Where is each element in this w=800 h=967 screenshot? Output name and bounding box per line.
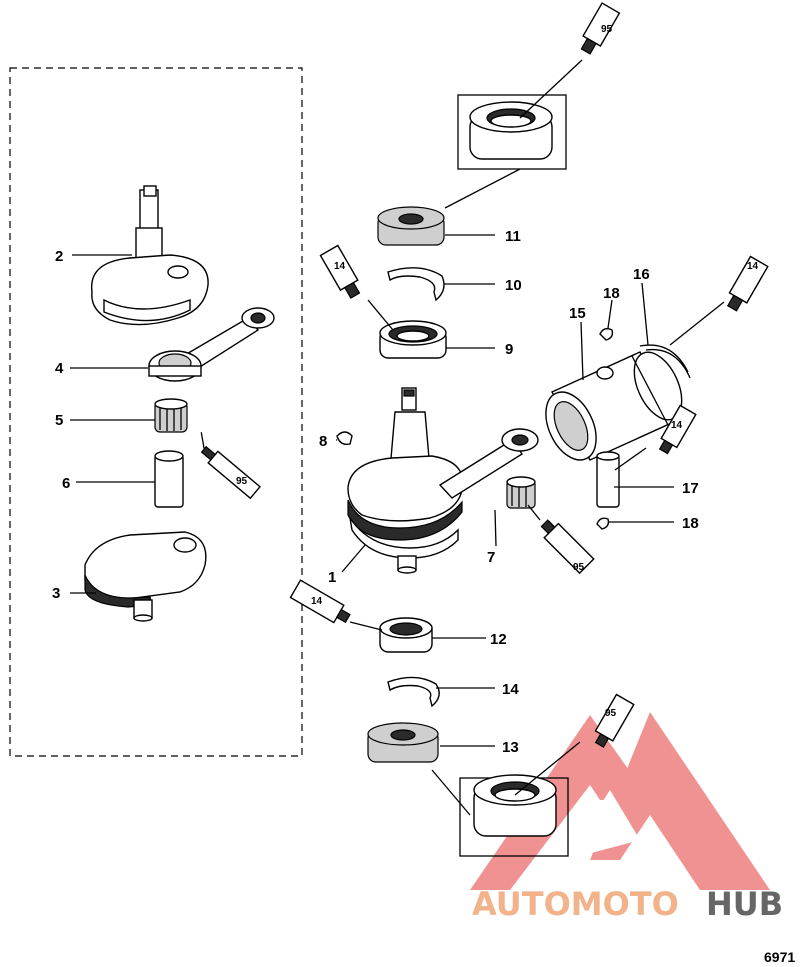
part-12-ball-bearing [379, 617, 433, 653]
watermark-logo [470, 712, 770, 890]
callout-15: 15 [569, 305, 586, 322]
tube-label-14-bottom: 14 [311, 596, 323, 607]
part-1-crankshaft [347, 387, 539, 574]
part-16-piston-rings [639, 344, 691, 379]
sealant-tube-14-pin [658, 404, 697, 455]
callout-9: 9 [505, 341, 513, 358]
part-14-retaining-ring [387, 676, 440, 708]
grease-tube-95-top [580, 2, 621, 55]
oil-seal-top-detail [469, 101, 553, 160]
callout-6: 6 [62, 475, 70, 492]
part-11-seal [377, 206, 445, 246]
callout-1: 1 [328, 569, 336, 586]
part-4-connecting-rod [148, 307, 275, 382]
tube-label-14-mid-left: 14 [334, 261, 346, 272]
part-7-needle-bearing [506, 476, 536, 509]
callout-4: 4 [55, 360, 64, 377]
part-9-ball-bearing [379, 320, 447, 359]
tube-label-14-pin: 14 [671, 420, 683, 431]
part-13-seal [367, 722, 439, 763]
watermark-text-a: AUTOMOTO [472, 885, 679, 923]
callout-8: 8 [319, 433, 327, 450]
callout-10: 10 [505, 277, 522, 294]
callout-7: 7 [487, 549, 495, 566]
callout-11: 11 [505, 228, 521, 245]
callout-13: 13 [502, 739, 519, 756]
callout-16: 16 [633, 266, 650, 283]
part-5-needle-bearing [154, 398, 188, 433]
grease-tube-95-bottom [594, 693, 635, 748]
oil-seal-bottom-detail [473, 774, 557, 837]
part-10-retaining-ring [387, 267, 445, 302]
part-17-wrist-pin [596, 451, 620, 508]
tube-label-95-bottom: 95 [605, 708, 617, 719]
part-18-clip-upper [599, 327, 614, 341]
callout-18-upper: 18 [603, 285, 620, 302]
part-18-clip-lower [596, 517, 610, 530]
sealant-tube-14-mid-left [319, 244, 361, 299]
callout-2: 2 [55, 248, 63, 265]
callout-3: 3 [52, 585, 60, 602]
part-3-crankshaft-lower [84, 531, 207, 622]
part-6-wrist-pin [154, 450, 184, 508]
grease-tube-95-left [200, 432, 261, 500]
watermark-text-b: HUB [706, 885, 783, 923]
alternate-assembly-box [9, 67, 303, 757]
part-2-crankshaft-upper [90, 185, 209, 326]
tube-label-14-right: 14 [747, 261, 759, 272]
part-8-woodruff-key [336, 431, 353, 446]
sealant-tube-14-right [726, 255, 769, 312]
leader-lines [70, 234, 674, 747]
callout-18-lower: 18 [682, 515, 699, 532]
tube-label-95-left: 95 [236, 476, 248, 487]
seal-detail-box-top [457, 94, 567, 170]
tube-label-95-bearing: 95 [573, 562, 585, 573]
tube-label-95-top: 95 [601, 24, 613, 35]
callout-12: 12 [490, 631, 507, 648]
callout-5: 5 [55, 412, 63, 429]
grease-tube-95-bearing [540, 519, 595, 575]
figure-id: 6971 [764, 949, 795, 965]
callout-14: 14 [502, 681, 519, 698]
sealant-tube-14-bottom [289, 579, 351, 624]
callout-17: 17 [682, 480, 699, 497]
